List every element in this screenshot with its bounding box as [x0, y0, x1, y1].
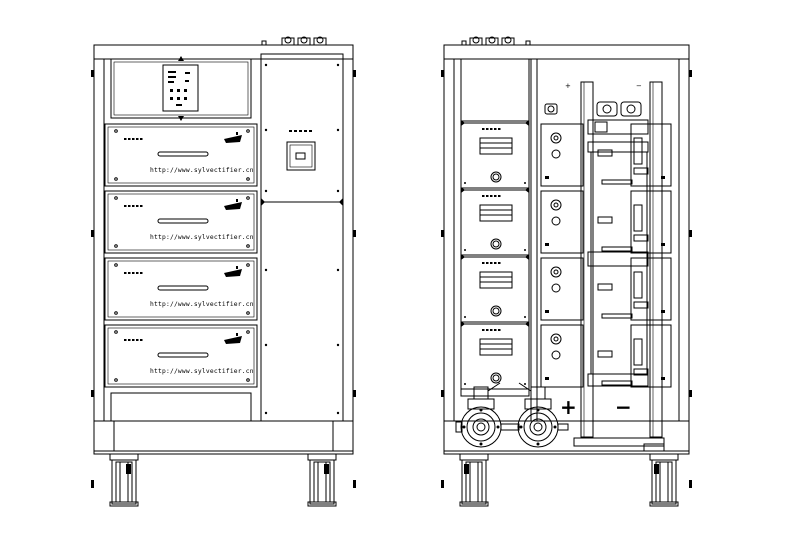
rear-caster-left — [459, 453, 489, 507]
module-url-label: http://www.sylvectifier.cn — [150, 234, 254, 241]
rear-caster-right — [649, 453, 679, 507]
module-url-label: http://www.sylvectifier.cn — [150, 167, 254, 174]
front-caster-left — [109, 453, 139, 507]
dc-minus-small-label: − — [636, 82, 642, 90]
busbar-insulators — [544, 101, 642, 117]
rectifier-module: http://www.sylvectifier.cn — [104, 190, 258, 254]
module-url-label: http://www.sylvectifier.cn — [150, 301, 254, 308]
front-door[interactable] — [260, 53, 344, 422]
rear-module-panel — [460, 254, 530, 323]
rear-module-panel — [460, 120, 530, 189]
door-switch[interactable] — [286, 141, 316, 171]
front-lower-blank — [110, 392, 252, 422]
front-cable-glands — [261, 36, 327, 46]
water-valve-right — [500, 382, 569, 448]
rear-module-panels — [460, 120, 530, 397]
terminal-block — [540, 190, 672, 254]
rectifier-module: http://www.sylvectifier.cn — [104, 257, 258, 321]
rear-base — [443, 420, 690, 455]
control-panel — [110, 58, 252, 119]
dc-minus-large-label: − — [615, 395, 632, 419]
front-base — [93, 420, 354, 455]
dc-busbars — [580, 81, 663, 438]
rear-top-cap — [443, 44, 690, 60]
dc-plus-large-label: + — [560, 395, 577, 419]
rear-view: + − + − — [441, 36, 692, 507]
output-terminal-blocks — [540, 123, 672, 388]
control-display — [162, 64, 199, 112]
rear-module-panel — [460, 187, 530, 256]
rectifier-module: http://www.sylvectifier.cn — [104, 123, 258, 187]
dc-plus-small-label: + — [565, 82, 571, 90]
terminal-block — [540, 123, 672, 187]
rear-top-blank — [460, 58, 530, 122]
front-view: http://www.sylvectifier.cn http://www.syl… — [91, 36, 356, 507]
terminal-block — [540, 257, 672, 321]
rear-body — [443, 58, 690, 422]
module-url-label: http://www.sylvectifier.cn — [150, 368, 254, 375]
front-top-cap — [93, 44, 354, 60]
water-valve-left — [455, 382, 502, 448]
front-caster-right — [307, 453, 337, 507]
rear-module-panel — [460, 321, 530, 390]
rear-cable-glands — [461, 36, 531, 46]
rectifier-module: http://www.sylvectifier.cn — [104, 324, 258, 388]
rectifier-modules: http://www.sylvectifier.cn http://www.syl… — [104, 123, 258, 388]
terminal-block — [540, 324, 672, 388]
